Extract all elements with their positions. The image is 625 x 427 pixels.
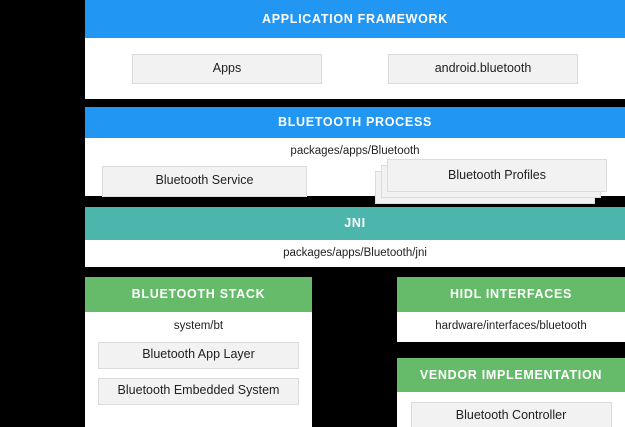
- bluetooth-process-body: packages/apps/Bluetooth Bluetooth Servic…: [85, 138, 625, 204]
- box-android-bluetooth[interactable]: android.bluetooth: [388, 53, 578, 84]
- bluetooth-process-path-label: packages/apps/Bluetooth: [290, 145, 420, 157]
- box-bluetooth-service[interactable]: Bluetooth Service: [102, 165, 307, 197]
- box-bluetooth-app-layer[interactable]: Bluetooth App Layer: [98, 341, 299, 369]
- layer-hidl-interfaces: HIDL INTERFACES hardware/interfaces/blue…: [397, 277, 625, 342]
- bluetooth-stack-body: system/bt Bluetooth App Layer Bluetooth …: [85, 312, 312, 427]
- layer-bluetooth-stack: BLUETOOTH STACK system/bt Bluetooth App …: [85, 277, 312, 427]
- box-apps[interactable]: Apps: [132, 53, 322, 84]
- layer-application-framework: APPLICATION FRAMEWORK Apps android.bluet…: [85, 0, 625, 99]
- hidl-interfaces-body: hardware/interfaces/bluetooth: [397, 312, 625, 342]
- vendor-implementation-body: Bluetooth Controller: [397, 392, 625, 427]
- jni-title: JNI: [85, 207, 625, 240]
- hidl-interfaces-path-label: hardware/interfaces/bluetooth: [435, 320, 587, 333]
- hidl-interfaces-title: HIDL INTERFACES: [397, 277, 625, 312]
- application-framework-body: Apps android.bluetooth: [85, 38, 625, 99]
- stacked-box-bluetooth-profiles[interactable]: Bluetooth Profiles: [375, 158, 607, 204]
- bluetooth-process-title: BLUETOOTH PROCESS: [85, 107, 625, 138]
- vendor-implementation-title: VENDOR IMPLEMENTATION: [397, 358, 625, 392]
- layer-bluetooth-process: BLUETOOTH PROCESS packages/apps/Bluetoot…: [85, 107, 625, 204]
- layer-jni: JNI packages/apps/Bluetooth/jni: [85, 207, 625, 267]
- box-bluetooth-controller[interactable]: Bluetooth Controller: [410, 402, 612, 427]
- box-bluetooth-embedded-system[interactable]: Bluetooth Embedded System: [98, 377, 299, 405]
- bluetooth-profiles-card-front[interactable]: Bluetooth Profiles: [387, 158, 607, 192]
- application-framework-title: APPLICATION FRAMEWORK: [85, 0, 625, 38]
- jni-path-label: packages/apps/Bluetooth/jni: [283, 246, 427, 259]
- layer-vendor-implementation: VENDOR IMPLEMENTATION Bluetooth Controll…: [397, 358, 625, 427]
- bluetooth-stack-path-label: system/bt: [173, 320, 224, 332]
- jni-body: packages/apps/Bluetooth/jni: [85, 240, 625, 267]
- bluetooth-stack-title: BLUETOOTH STACK: [85, 277, 312, 312]
